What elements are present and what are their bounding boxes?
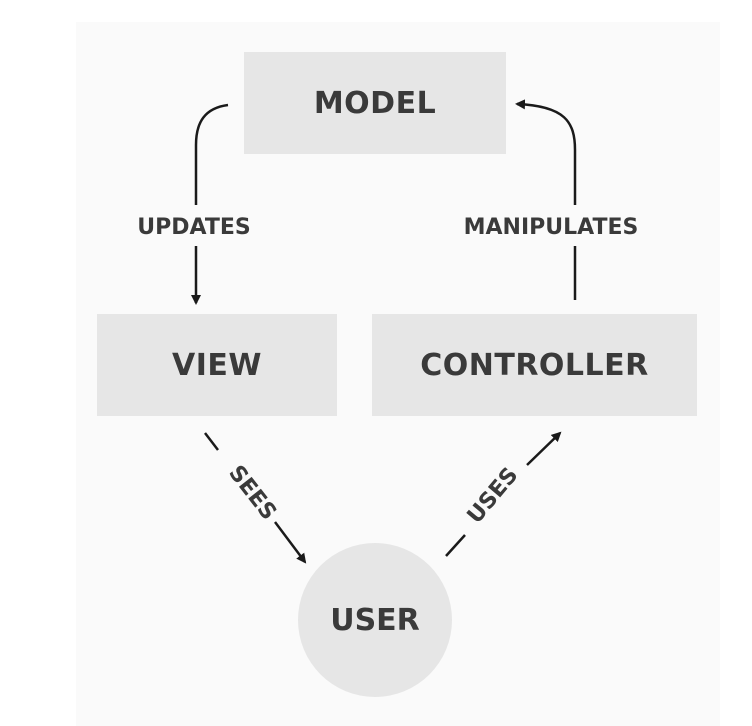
sees-label: SEES	[223, 461, 281, 525]
user-node: USER	[298, 543, 452, 697]
uses-arrow-start	[445, 534, 466, 557]
model-node: MODEL	[244, 52, 506, 154]
uses-arrow-end	[526, 431, 562, 466]
controller-node: CONTROLLER	[372, 314, 697, 416]
view-node: VIEW	[97, 314, 337, 416]
model-label: MODEL	[313, 85, 437, 121]
sees-arrow-start	[204, 432, 219, 451]
updates-arrow-top	[194, 103, 229, 205]
uses-label: USES	[463, 463, 524, 529]
updates-label: UPDATES	[137, 215, 250, 240]
view-label: VIEW	[172, 347, 262, 383]
user-label: USER	[330, 602, 420, 638]
sees-arrow-end	[274, 521, 307, 564]
controller-label: CONTROLLER	[420, 347, 649, 383]
manipulates-label: MANIPULATES	[464, 215, 639, 240]
manipulates-arrow-top	[515, 99, 577, 205]
